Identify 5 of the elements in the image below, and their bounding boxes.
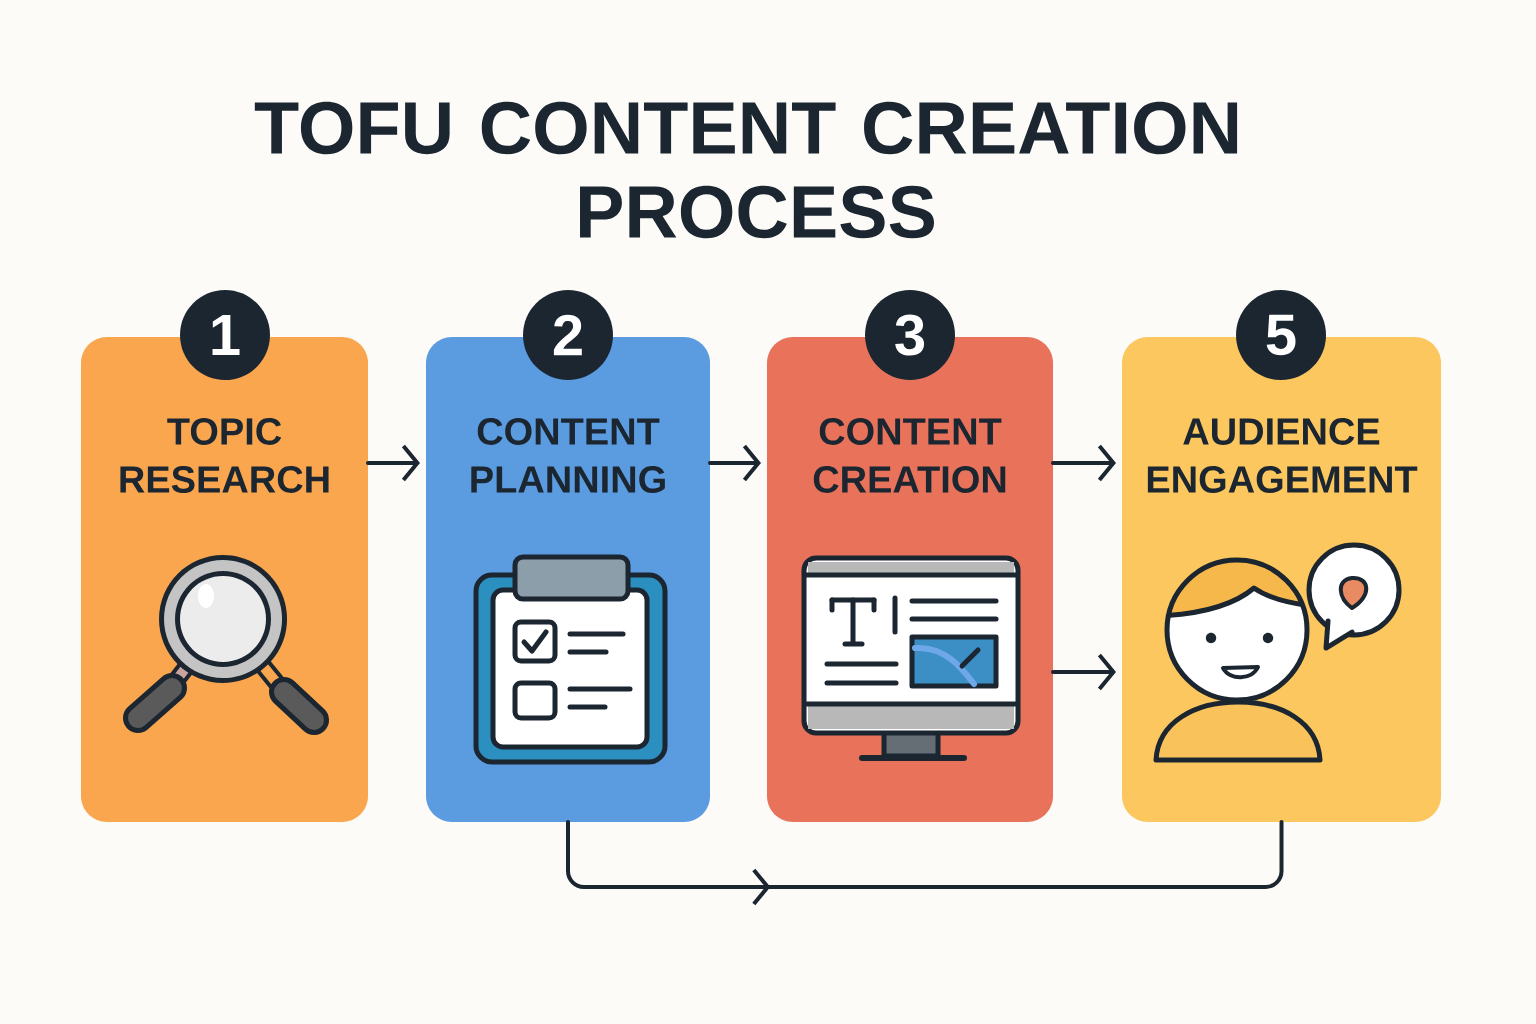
number-badge: 1 [180, 290, 270, 380]
number-badge: 2 [523, 290, 613, 380]
number-badge: 3 [865, 290, 955, 380]
title: TOFU CONTENT CREATION PROCESS [254, 101, 1238, 239]
number-badge: 5 [1236, 290, 1326, 380]
